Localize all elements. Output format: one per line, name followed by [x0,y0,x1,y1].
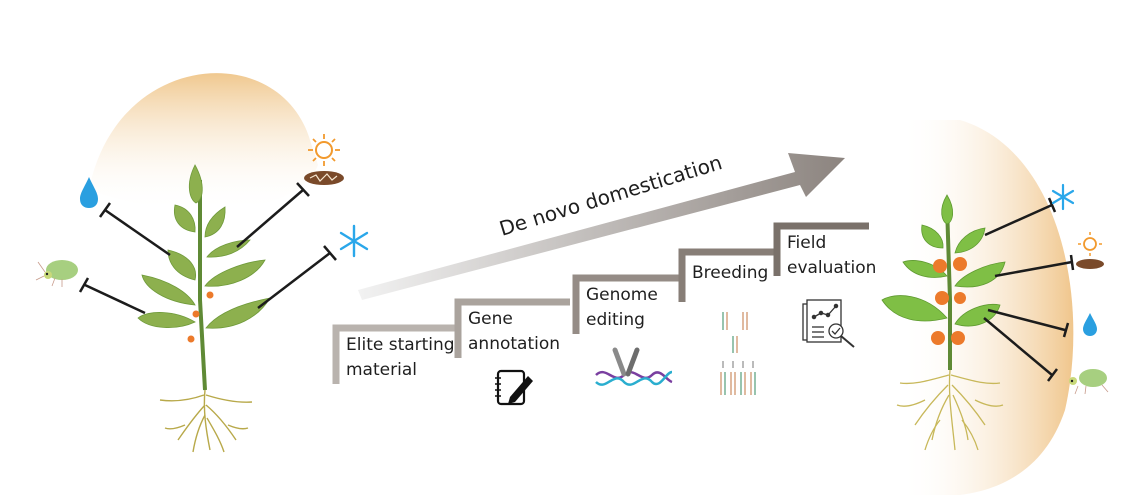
step-label: Gene [468,309,513,329]
step-label: annotation [468,334,560,354]
snowflake-icon [1051,183,1075,211]
step-bracket [678,248,778,302]
step-bracket [572,274,680,334]
water-drop-icon [80,177,98,208]
left-leaves [137,164,271,329]
step-label: material [346,360,417,380]
step-label: Breeding [692,263,768,283]
left-stem [198,180,207,391]
step-label: Genome [586,285,658,305]
step-gene-annotation: Gene annotation [454,298,570,358]
sun-drought-icon [304,134,344,185]
step-label: Elite starting [346,335,455,355]
left-fruits [187,291,214,343]
right-stem [945,204,952,370]
step-genome-editing: Genome editing [572,274,680,334]
right-plant [881,183,1109,451]
step-bracket [773,222,869,276]
step-breeding: Breeding [678,248,778,302]
water-drop-icon [1083,313,1097,336]
right-fruits [931,257,967,345]
step-elite-starting-material: Elite starting material [332,324,456,384]
step-field-evaluation: Field evaluation [773,222,876,278]
aphid-icon [35,260,78,287]
snowflake-icon [339,224,369,258]
left-plant [35,134,369,453]
step-label: evaluation [787,258,876,278]
domestication-arrow [358,153,845,300]
left-inhibitors [78,182,337,315]
aphid-icon [1069,369,1109,395]
sun-drought-icon [1076,232,1104,269]
report-magnifier-icon [802,299,855,348]
step-label: editing [586,310,645,330]
pipeline-steps: Elite starting material Gene annotation Geno… [332,222,876,384]
left-roots [159,389,253,453]
right-inhibitors [983,197,1075,382]
step-bracket [454,298,570,358]
chromosome-cross-icon [720,312,756,395]
notebook-pencil-icon [495,369,533,406]
step-label: Field [787,233,826,253]
crispr-dna-icon [595,347,673,386]
right-roots [896,369,1004,451]
left-halo [90,73,318,212]
step-bracket [332,324,456,384]
